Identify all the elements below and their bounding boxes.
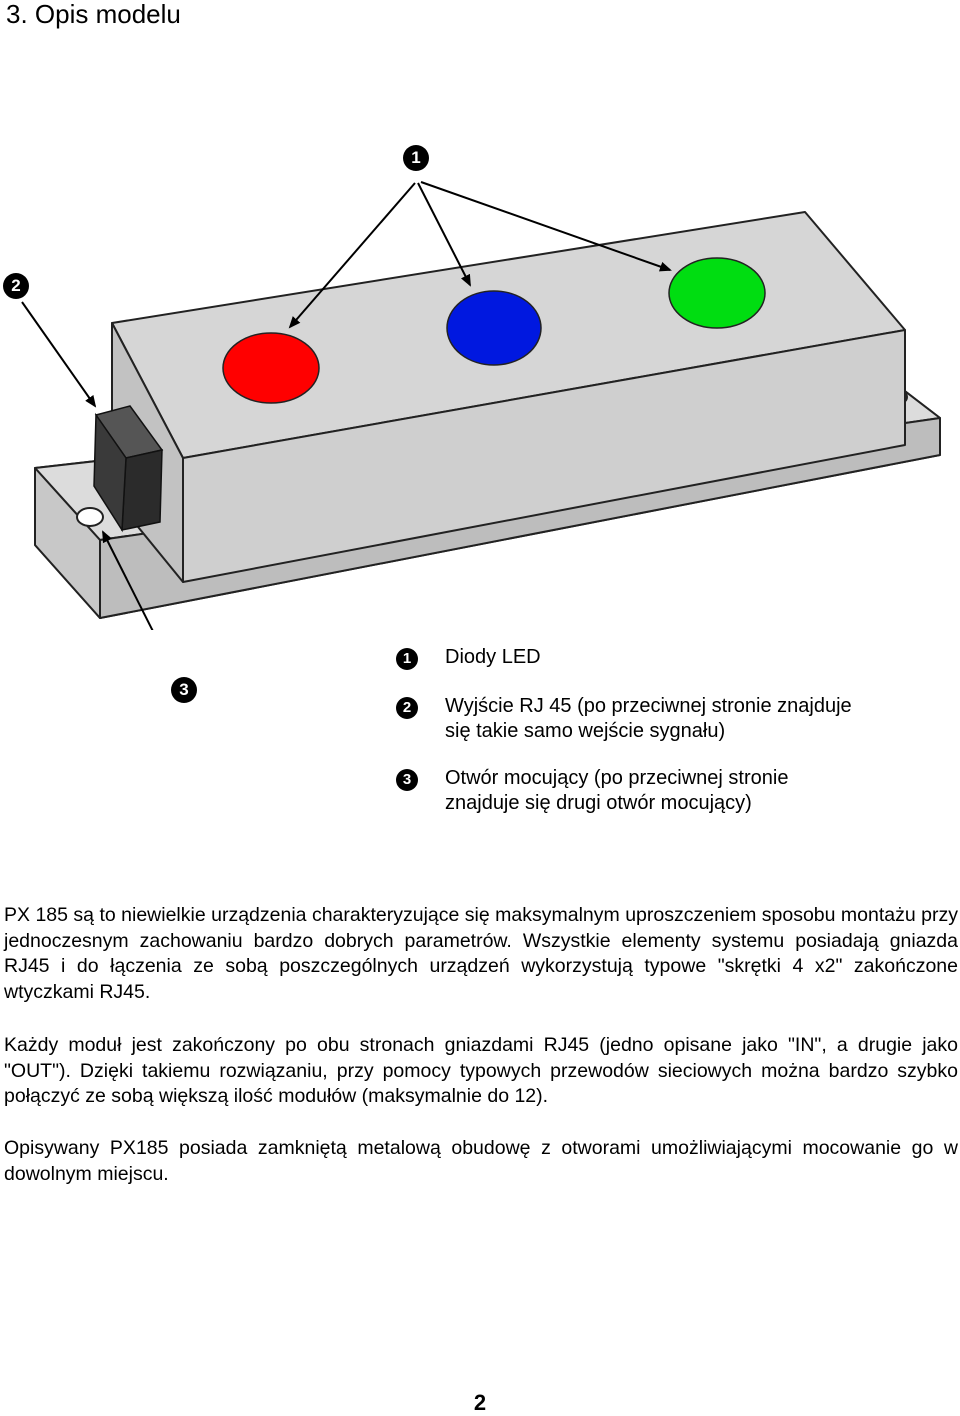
legend-text: Wyjście RJ 45 (po przeciwnej stronie zna… [445,695,852,742]
legend-text: Diody LED [445,646,541,668]
marker-three: 3 [171,677,197,703]
marker-two: 2 [3,273,29,299]
arrow-led-green [420,181,672,272]
led-green [668,257,766,329]
led-red [222,332,320,404]
section-heading: 3. Opis modelu [6,0,181,29]
legend-text: Otwór mocujący (po przeciwnej stronie zn… [445,767,789,814]
paragraph-intro: PX 185 są to niewielkie urządzenia chara… [4,904,958,1003]
rj45-socket-side [93,412,127,533]
device-illustration [21,181,941,630]
page-number: 2 [473,1390,487,1415]
arrow-led-red [288,182,416,329]
legend-number: 1 [396,648,418,670]
paragraph-modules: Każdy moduł jest zakończony po obu stron… [4,1034,958,1107]
paragraph-housing: Opisywany PX185 posiada zamkniętą metalo… [4,1137,958,1185]
marker-one: 1 [403,145,429,171]
legend-number: 2 [396,697,418,719]
mounting-hole-left [76,507,104,527]
arrow-rj45 [21,301,97,408]
rj45-socket-front [121,449,163,531]
legend-number: 3 [396,769,418,791]
arrow-led-blue [417,182,471,287]
led-blue [446,290,542,366]
arrow-mounting-hole [102,530,154,630]
